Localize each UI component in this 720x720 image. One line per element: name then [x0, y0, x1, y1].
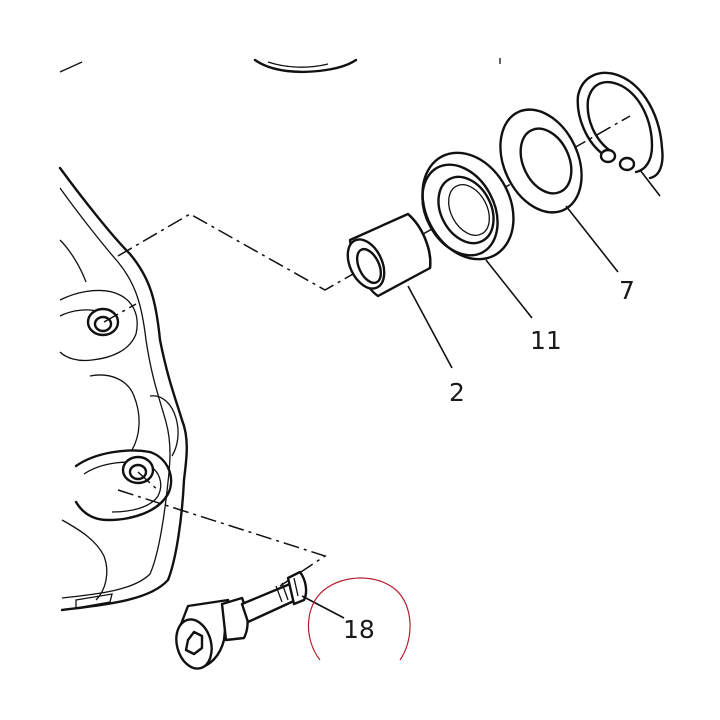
callout-7: 7: [619, 276, 635, 305]
leader-line-2: [407, 285, 453, 369]
highlight-circle-18: [307, 577, 411, 661]
engine-cover-housing: [58, 166, 188, 612]
callout-18: 18: [343, 615, 375, 644]
assembly-axis-upper-start: [103, 303, 137, 323]
assembly-axis-lower-start: [137, 471, 161, 493]
cover-boss-lower: [121, 455, 155, 485]
leader-line-18: [301, 595, 345, 619]
cover-boss-upper: [86, 307, 120, 337]
callout-2: 2: [449, 378, 465, 407]
circlip-ring: [576, 71, 664, 197]
leader-line-11: [485, 259, 533, 319]
callout-11: 11: [530, 326, 562, 355]
ball-bearing: [421, 151, 515, 261]
bushing-sleeve: [346, 212, 432, 298]
top-edge-fragments: [59, 58, 501, 74]
thrust-washer: [499, 108, 583, 214]
stud-bolt: [175, 570, 308, 670]
leader-line-7: [565, 205, 619, 273]
